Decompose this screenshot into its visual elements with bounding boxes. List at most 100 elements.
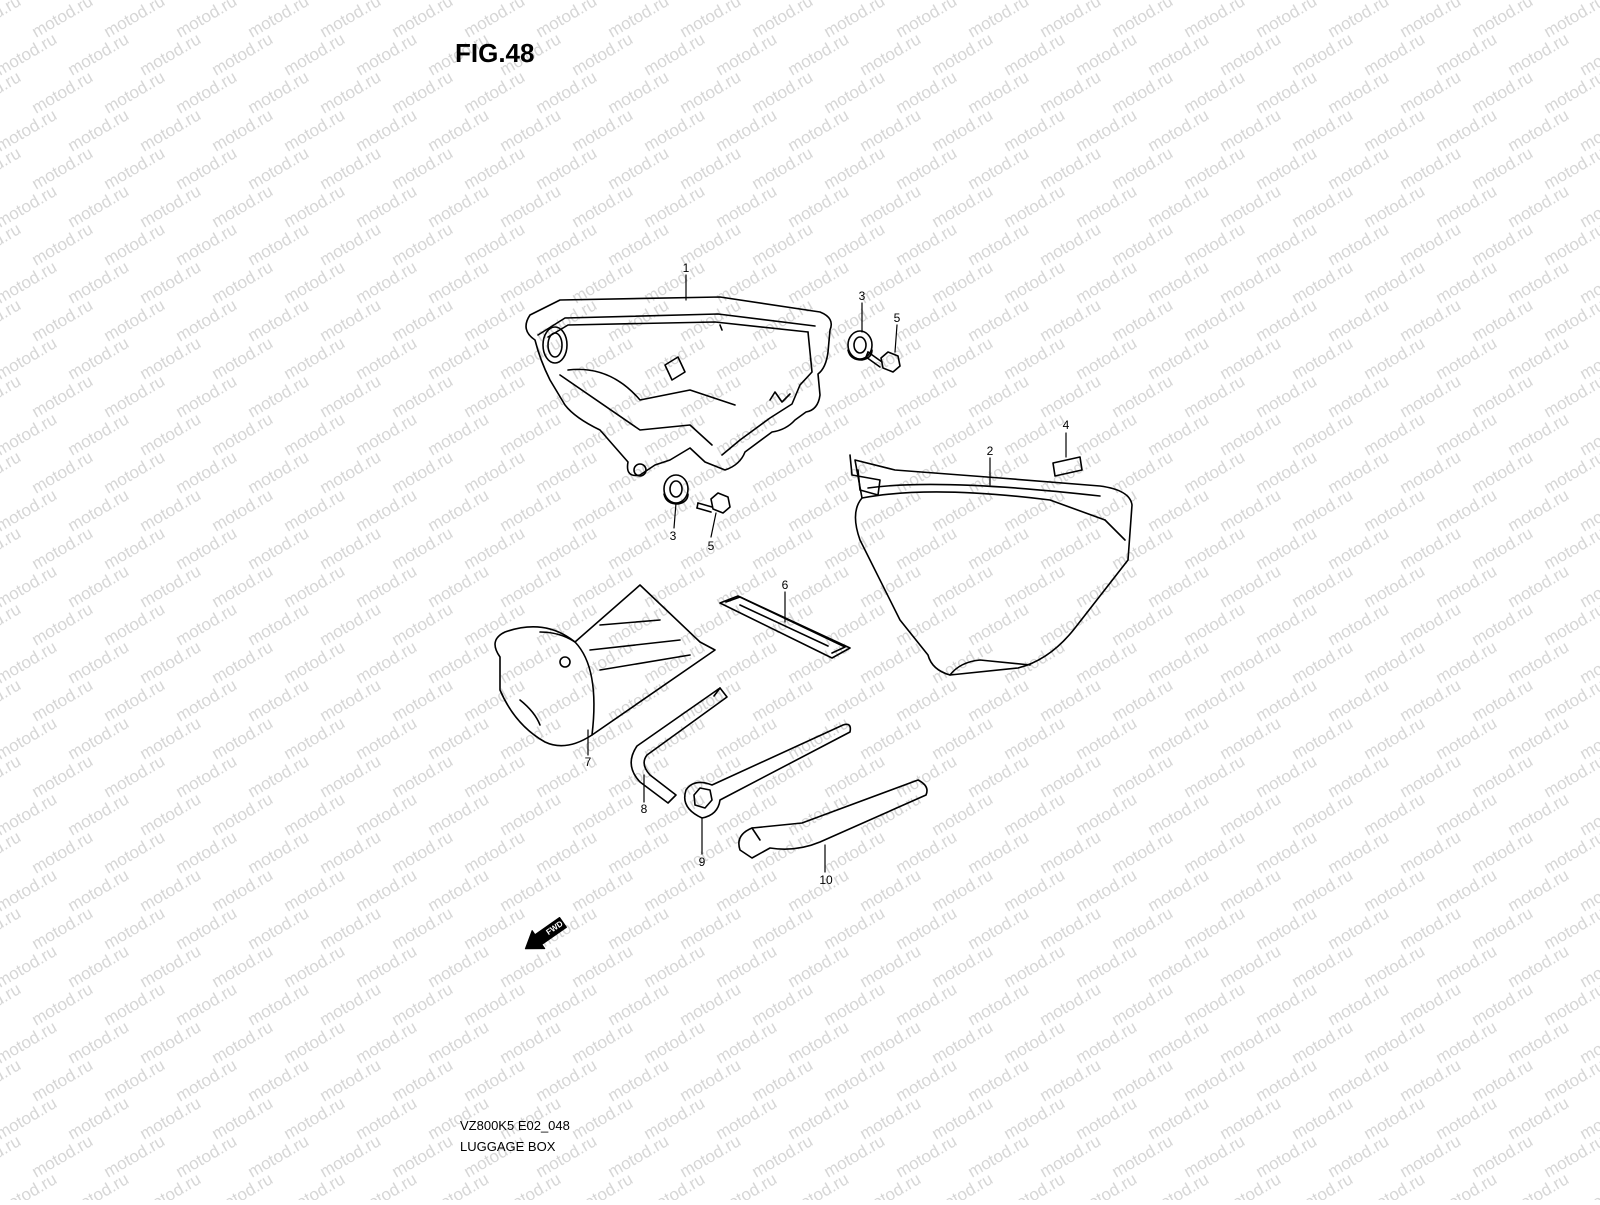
watermark-text: motod.ru — [965, 219, 1033, 269]
watermark-text: motod.ru — [785, 105, 853, 155]
watermark-text: motod.ru — [1469, 371, 1537, 421]
watermark-text: motod.ru — [1397, 751, 1465, 801]
watermark-text: motod.ru — [209, 181, 277, 231]
watermark-text: motod.ru — [893, 827, 961, 877]
watermark-text: motod.ru — [317, 447, 385, 497]
watermark-text: motod.ru — [1253, 675, 1321, 725]
watermark-text: motod.ru — [641, 561, 709, 611]
watermark-text: motod.ru — [245, 599, 313, 649]
watermark-text: motod.ru — [317, 143, 385, 193]
watermark-text: motod.ru — [1469, 447, 1537, 497]
watermark-text: motod.ru — [1361, 333, 1429, 383]
watermark-text: motod.ru — [605, 219, 673, 269]
callout-3: 3 — [859, 289, 866, 303]
watermark-text: motod.ru — [0, 903, 24, 953]
watermark-text: motod.ru — [1253, 827, 1321, 877]
watermark-text: motod.ru — [29, 143, 97, 193]
watermark-text: motod.ru — [1217, 409, 1285, 459]
watermark-text: motod.ru — [497, 865, 565, 915]
watermark-text: motod.ru — [893, 143, 961, 193]
watermark-text: motod.ru — [677, 1055, 745, 1105]
watermark-text: motod.ru — [497, 789, 565, 839]
watermark-text: motod.ru — [461, 523, 529, 573]
watermark-text: motod.ru — [281, 333, 349, 383]
watermark-text: motod.ru — [1001, 1017, 1069, 1067]
watermark-text: motod.ru — [1217, 713, 1285, 763]
watermark-text: motod.ru — [1469, 827, 1537, 877]
watermark-text: motod.ru — [1037, 827, 1105, 877]
watermark-text: motod.ru — [0, 751, 24, 801]
watermark-text: motod.ru — [1109, 827, 1177, 877]
watermark-text: motod.ru — [389, 751, 457, 801]
watermark-text: motod.ru — [605, 523, 673, 573]
watermark-text: motod.ru — [569, 941, 637, 991]
watermark-text: motod.ru — [1289, 561, 1357, 611]
watermark-text: motod.ru — [1073, 257, 1141, 307]
watermark-text: motod.ru — [0, 371, 24, 421]
watermark-text: motod.ru — [317, 219, 385, 269]
watermark-text: motod.ru — [533, 1055, 601, 1105]
watermark-text: motod.ru — [749, 67, 817, 117]
watermark-text: motod.ru — [209, 941, 277, 991]
watermark-text: motod.ru — [641, 257, 709, 307]
watermark-text: motod.ru — [281, 1093, 349, 1143]
watermark-text: motod.ru — [1289, 1017, 1357, 1067]
watermark-text: motod.ru — [317, 371, 385, 421]
watermark-text: motod.ru — [821, 67, 889, 117]
watermark-text: motod.ru — [1505, 941, 1573, 991]
watermark-text: motod.ru — [1469, 1055, 1537, 1105]
watermark-text: motod.ru — [1325, 219, 1393, 269]
watermark-text: motod.ru — [929, 1169, 997, 1200]
watermark-text: motod.ru — [245, 143, 313, 193]
callout-3: 3 — [670, 529, 677, 543]
watermark-text: motod.ru — [1073, 1093, 1141, 1143]
watermark-text: motod.ru — [281, 865, 349, 915]
watermark-text: motod.ru — [1001, 333, 1069, 383]
watermark-text: motod.ru — [785, 1093, 853, 1143]
watermark-text: motod.ru — [929, 865, 997, 915]
watermark-text: motod.ru — [209, 713, 277, 763]
watermark-text: motod.ru — [137, 181, 205, 231]
watermark-text: motod.ru — [893, 67, 961, 117]
watermark-text: motod.ru — [785, 561, 853, 611]
figure-title: FIG.48 — [455, 38, 534, 69]
watermark-text: motod.ru — [713, 941, 781, 991]
watermark-text: motod.ru — [929, 181, 997, 231]
watermark-text: motod.ru — [173, 523, 241, 573]
watermark-text: motod.ru — [713, 181, 781, 231]
watermark-text: motod.ru — [65, 485, 133, 535]
watermark-text: motod.ru — [1253, 143, 1321, 193]
watermark-text: motod.ru — [1397, 1131, 1465, 1181]
watermark-text: motod.ru — [29, 219, 97, 269]
watermark-text: motod.ru — [1037, 675, 1105, 725]
watermark-text: motod.ru — [677, 903, 745, 953]
watermark-text: motod.ru — [893, 903, 961, 953]
watermark-text: motod.ru — [929, 29, 997, 79]
watermark-text: motod.ru — [1541, 219, 1600, 269]
watermark-text: motod.ru — [1253, 599, 1321, 649]
watermark-text: motod.ru — [1181, 979, 1249, 1029]
watermark-text: motod.ru — [1109, 979, 1177, 1029]
watermark-text: motod.ru — [1181, 67, 1249, 117]
watermark-text: motod.ru — [929, 789, 997, 839]
watermark-text: motod.ru — [1217, 333, 1285, 383]
watermark-text: motod.ru — [0, 979, 24, 1029]
watermark-text: motod.ru — [0, 523, 24, 573]
watermark-text: motod.ru — [965, 979, 1033, 1029]
watermark-text: motod.ru — [1073, 409, 1141, 459]
watermark-text: motod.ru — [1433, 1017, 1501, 1067]
watermark-text: motod.ru — [281, 257, 349, 307]
watermark-text: motod.ru — [65, 941, 133, 991]
watermark-text: motod.ru — [821, 827, 889, 877]
watermark-text: motod.ru — [497, 561, 565, 611]
watermark-text: motod.ru — [425, 105, 493, 155]
watermark-text: motod.ru — [1469, 903, 1537, 953]
watermark-text: motod.ru — [569, 29, 637, 79]
watermark-text: motod.ru — [425, 181, 493, 231]
watermark-text: motod.ru — [1325, 1131, 1393, 1181]
watermark-text: motod.ru — [1325, 903, 1393, 953]
watermark-text: motod.ru — [1181, 599, 1249, 649]
watermark-text: motod.ru — [1145, 1093, 1213, 1143]
watermark-text: motod.ru — [353, 29, 421, 79]
watermark-text: motod.ru — [461, 979, 529, 1029]
